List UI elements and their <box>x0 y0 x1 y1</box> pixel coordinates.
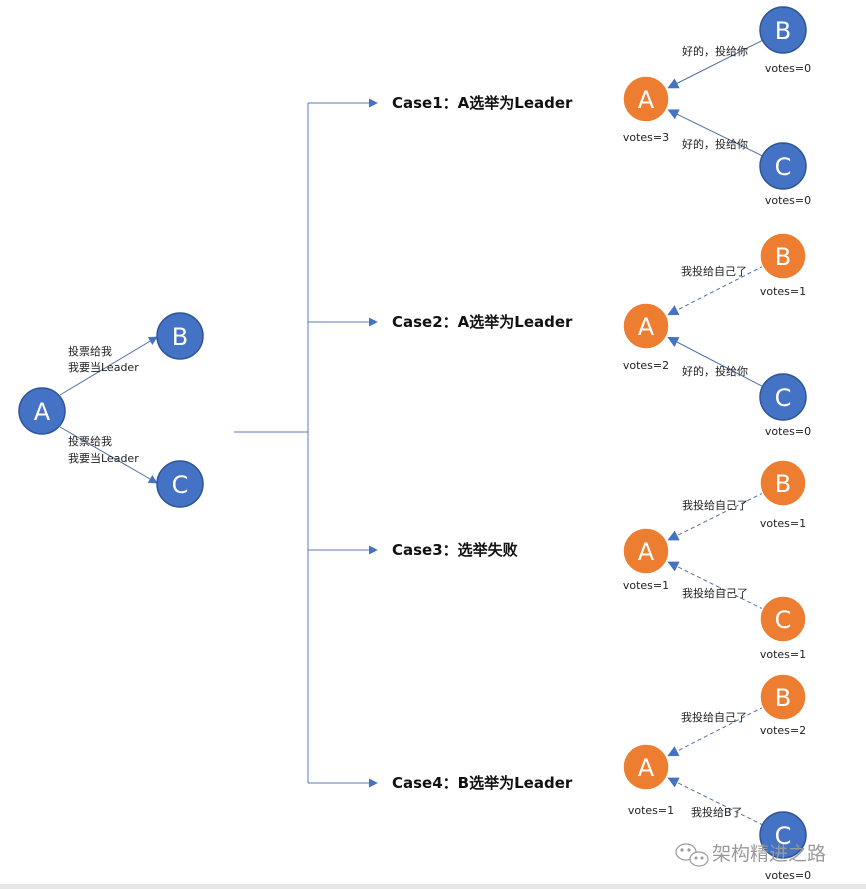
edge-a-to-c <box>59 426 158 484</box>
node-c-letter: C <box>172 471 189 499</box>
node-c-follower: C <box>759 142 807 190</box>
node-c-votes: votes=0 <box>765 194 811 207</box>
edge-c-label: 我投给自己了 <box>682 586 748 600</box>
edge-b-to-a <box>667 706 764 757</box>
watermark-text: 架构精进之路 <box>712 843 826 865</box>
case3-title: Case3：选举失败 <box>392 541 518 559</box>
node-a-votes: votes=1 <box>628 804 674 817</box>
node-c-votes: votes=0 <box>765 425 811 438</box>
node-b-candidate: B <box>759 459 807 507</box>
edge-b-label: 我投给自己了 <box>681 264 747 278</box>
watermark: 架构精进之路 <box>675 843 826 867</box>
edge-b-label: 好的，投给你 <box>682 44 748 58</box>
node-a-letter: A <box>638 86 655 114</box>
node-a-letter: A <box>638 538 655 566</box>
edge-a-b-label-line2: 我要当Leader <box>68 360 139 374</box>
node-a-letter: A <box>638 313 655 341</box>
edge-a-to-b <box>59 336 158 396</box>
node-b-votes: votes=1 <box>760 517 806 530</box>
node-c-letter: C <box>775 606 792 634</box>
node-b-votes: votes=0 <box>765 62 811 75</box>
case1-title: Case1：A选举为Leader <box>392 94 573 112</box>
node-b-votes: votes=1 <box>760 285 806 298</box>
node-a-candidate: A <box>622 75 670 123</box>
node-a-votes: votes=2 <box>623 359 669 372</box>
node-c-letter: C <box>775 153 792 181</box>
node-b-candidate: B <box>759 673 807 721</box>
node-a-candidate: A <box>622 527 670 575</box>
case2-title: Case2：A选举为Leader <box>392 313 573 331</box>
node-a-letter: A <box>34 398 51 426</box>
node-a-votes: votes=1 <box>623 579 669 592</box>
node-b-letter: B <box>775 243 791 271</box>
wechat-icon <box>675 843 709 867</box>
case4-title: Case4：B选举为Leader <box>392 774 573 792</box>
edge-a-c-label-line2: 我要当Leader <box>68 451 139 465</box>
edge-b-to-a <box>667 39 764 89</box>
bottom-edge-bar <box>0 884 866 889</box>
node-b-candidate: B <box>759 232 807 280</box>
node-a-candidate: A <box>622 743 670 791</box>
node-a-votes: votes=3 <box>623 131 669 144</box>
edge-c-label: 好的，投给你 <box>682 137 748 151</box>
edge-b-to-a <box>667 265 764 316</box>
edge-c-label: 好的，投给你 <box>682 364 748 378</box>
node-b-follower: B <box>759 6 807 54</box>
edge-b-to-a <box>667 492 764 541</box>
edge-b-label: 我投给自己了 <box>682 498 748 512</box>
edge-a-b-label-line1: 投票给我 <box>68 344 112 358</box>
case-branch-connector <box>234 98 378 788</box>
node-b-votes: votes=2 <box>760 724 806 737</box>
node-c-candidate: C <box>759 595 807 643</box>
node-a-initial: A <box>18 387 66 435</box>
case-diagrams: 好的，投给你好的，投给你Avotes=3Bvotes=0Cvotes=0我投给自… <box>622 6 811 882</box>
edge-c-to-a <box>667 109 764 157</box>
node-c-votes: votes=1 <box>760 648 806 661</box>
edge-c-label: 我投给B了 <box>691 805 743 819</box>
edge-c-to-a <box>667 777 764 826</box>
node-b-letter: B <box>775 684 791 712</box>
node-a-letter: A <box>638 754 655 782</box>
node-c-follower: C <box>759 811 807 859</box>
node-c-initial: C <box>156 460 204 508</box>
node-b-letter: B <box>775 17 791 45</box>
edge-c-to-a <box>667 336 764 388</box>
node-b-letter: B <box>172 323 188 351</box>
node-c-letter: C <box>775 822 792 850</box>
node-b-letter: B <box>775 470 791 498</box>
edge-a-c-label-line1: 投票给我 <box>68 434 112 448</box>
edge-b-label: 我投给自己了 <box>681 710 747 724</box>
node-b-initial: B <box>156 312 204 360</box>
node-c-letter: C <box>775 384 792 412</box>
node-c-votes: votes=0 <box>765 869 811 882</box>
initial-state: 投票给我 我要当Leader 投票给我 我要当Leader A B C <box>18 312 204 508</box>
edge-c-to-a <box>667 561 764 610</box>
node-c-follower: C <box>759 373 807 421</box>
node-a-candidate: A <box>622 302 670 350</box>
